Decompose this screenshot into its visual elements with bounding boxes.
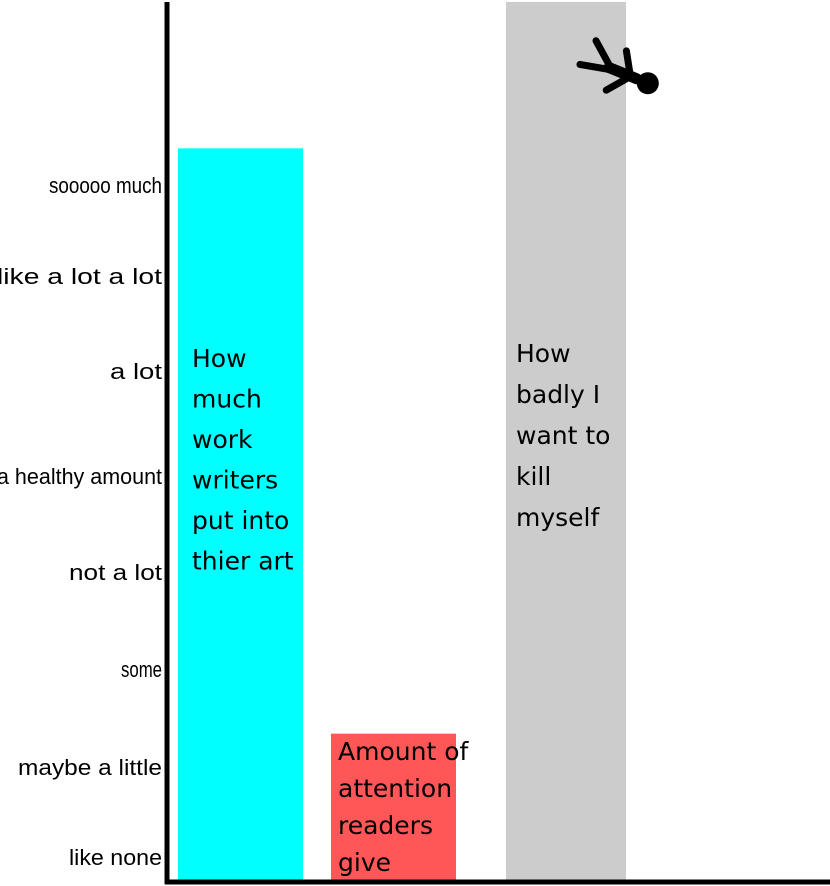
bar-label-line: put into <box>192 506 289 535</box>
bar-label-2: Amount of attention readers give <box>338 737 469 877</box>
bar-label-line: badly I <box>516 380 600 409</box>
bar-label-line: thier art <box>192 547 294 576</box>
bar-2 <box>331 733 456 880</box>
bar-labels: How much work writers put into thier artAmoun… <box>192 339 610 877</box>
bar-label-line: writers <box>192 466 278 495</box>
y-tick-label: sooooo much <box>49 173 162 198</box>
bar-label-line: kill <box>516 462 551 491</box>
bar-label-line: How <box>192 344 247 373</box>
y-tick-label: not a lot <box>69 560 162 585</box>
bar-label-line: How <box>516 339 571 368</box>
bar-label-line: much <box>192 385 262 414</box>
y-tick-label: like a lot a lot <box>0 264 162 289</box>
y-tick-label: maybe a little <box>18 755 162 780</box>
y-tick-labels: like none maybe a little some not a lot a he… <box>0 173 162 870</box>
bar-3 <box>506 2 626 880</box>
y-tick-label: a lot <box>110 359 162 384</box>
y-tick-label: a healthy amount <box>0 464 162 489</box>
bar-label-line: want to <box>516 421 610 450</box>
bars-group <box>178 2 626 881</box>
bar-label-line: attention <box>338 774 452 803</box>
bar-label-3: How badly I want to kill myself <box>516 339 610 532</box>
y-tick-label: some <box>121 657 162 682</box>
bar-label-line: give <box>338 848 391 877</box>
y-tick-label: like none <box>69 845 162 870</box>
bar-label-line: myself <box>516 503 600 532</box>
bar-1 <box>178 148 303 881</box>
bar-label-line: Amount of <box>338 737 469 766</box>
falling-stick-figure-icon <box>576 37 659 95</box>
bar-label-1: How much work writers put into thier art <box>192 344 294 576</box>
bar-label-line: work <box>192 425 253 454</box>
bar-label-line: readers <box>338 811 433 840</box>
